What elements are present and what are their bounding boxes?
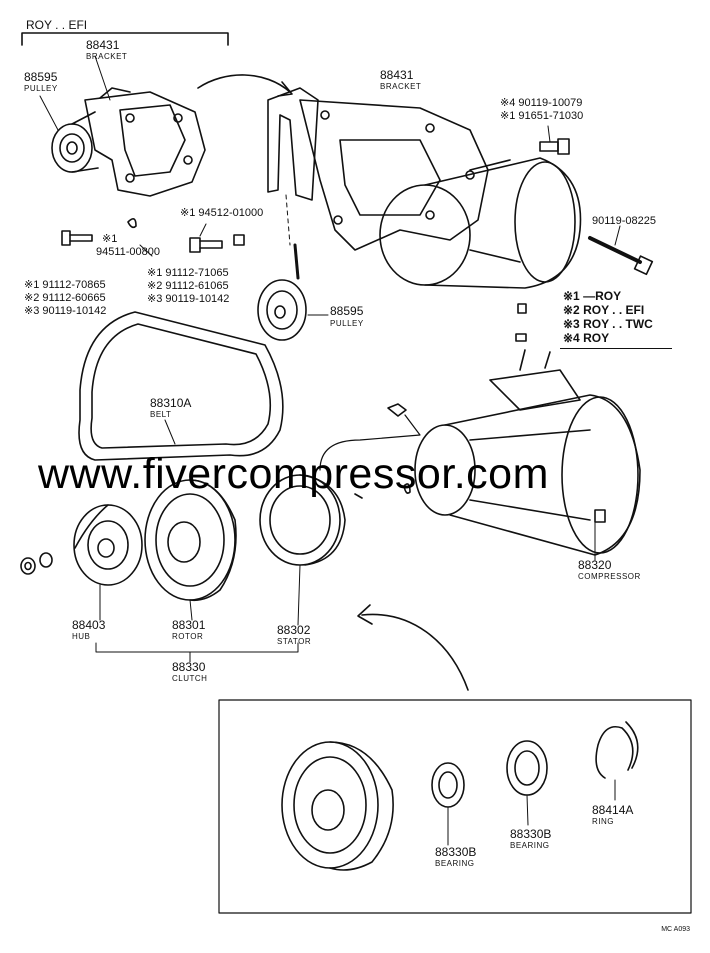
rotor-drawing <box>144 479 237 602</box>
bolt-right-number: 90119-08225 <box>592 215 657 227</box>
legend-item-1: ※1 —ROY <box>563 289 622 303</box>
main-bracket-drawing <box>267 87 489 251</box>
ring-name: RING <box>592 817 614 826</box>
detail-bearing-2-drawing <box>506 740 548 796</box>
belt-number: 88310A <box>150 396 192 410</box>
watermark: www.fivercompressor.com <box>38 450 549 498</box>
bolt-center-1: ※1 91112-71065 <box>147 267 229 279</box>
ring-number: 88414A <box>592 803 634 817</box>
compressor-number: 88320 <box>578 558 612 572</box>
rotor-number: 88301 <box>172 618 206 632</box>
small-bracket-drawing <box>84 87 206 197</box>
clutch-bracket <box>95 642 299 663</box>
compressor-main-drawing <box>414 349 641 556</box>
nut-small-mark: ※1 <box>102 233 118 245</box>
bracket-top-name: BRACKET <box>86 52 128 61</box>
belt-drawing <box>78 311 284 461</box>
bolt-set-a-1: ※4 90119-10079 <box>500 97 583 109</box>
bolt-left-drawing <box>61 230 93 246</box>
wire <box>319 414 421 471</box>
compressor-name: COMPRESSOR <box>578 572 641 581</box>
group-bracket <box>21 32 229 46</box>
detail-bearing-1-drawing <box>431 762 465 808</box>
connector-drawing <box>387 303 527 417</box>
bolt-left-1: ※1 91112-70865 <box>24 279 106 291</box>
bolt-center-2: ※2 91112-61065 <box>147 280 229 292</box>
bolt-center-drawing <box>189 237 223 253</box>
legend-item-4: ※4 ROY <box>563 331 610 345</box>
mid-pulley-drawing <box>257 243 307 341</box>
washer-small-drawing <box>127 218 137 229</box>
bearing-2-number: 88330B <box>510 827 552 841</box>
bearing-1-number: 88330B <box>435 845 477 859</box>
legend-rule <box>560 348 672 349</box>
nut-left-drawing <box>20 552 53 575</box>
hub-name: HUB <box>72 632 91 641</box>
bracket-main-name: BRACKET <box>380 82 422 91</box>
legend-item-3: ※3 ROY . . TWC <box>563 317 653 331</box>
rotor-name: ROTOR <box>172 632 204 641</box>
bolt-set-a-2: ※1 91651-71030 <box>500 110 584 122</box>
clutch-name: CLUTCH <box>172 674 208 683</box>
legend-item-2: ※2 ROY . . EFI <box>563 303 645 317</box>
hub-number: 88403 <box>72 618 106 632</box>
bolt-top-right-drawing <box>539 138 570 155</box>
bolt-center-3: ※3 90119-10142 <box>147 293 230 305</box>
figure-code: MC A093 <box>661 926 690 933</box>
bolt-left-3: ※3 90119-10142 <box>24 305 107 317</box>
pulley-top-number: 88595 <box>24 70 58 84</box>
arrow-top <box>197 74 291 93</box>
pulley-mid-name: PULLEY <box>330 319 364 328</box>
hub-drawing <box>73 504 143 586</box>
bearing-1-name: BEARING <box>435 859 475 868</box>
compressor-top-drawing <box>379 157 582 289</box>
small-pulley-drawing <box>51 111 99 173</box>
detail-rotor-drawing <box>281 741 394 871</box>
bolt-mid-number: ※1 94512-01000 <box>180 207 264 219</box>
detail-box <box>218 699 692 914</box>
bracket-main-number: 88431 <box>380 68 414 82</box>
belt-name: BELT <box>150 410 172 419</box>
nut-small-number: 94511-00800 <box>96 246 161 258</box>
clutch-number: 88330 <box>172 660 206 674</box>
long-bolt-drawing <box>588 236 654 276</box>
pulley-top-name: PULLEY <box>24 84 58 93</box>
pulley-mid-number: 88595 <box>330 304 364 318</box>
nut-center-drawing <box>233 234 245 246</box>
arrow-bottom <box>361 613 469 691</box>
bearing-2-name: BEARING <box>510 841 550 850</box>
detail-ring-drawing <box>595 721 639 779</box>
group-label: ROY . . EFI <box>26 18 88 32</box>
stator-number: 88302 <box>277 623 311 637</box>
bolt-left-2: ※2 91112-60665 <box>24 292 106 304</box>
stator-name: STATOR <box>277 637 312 646</box>
bracket-top-number: 88431 <box>86 38 120 52</box>
